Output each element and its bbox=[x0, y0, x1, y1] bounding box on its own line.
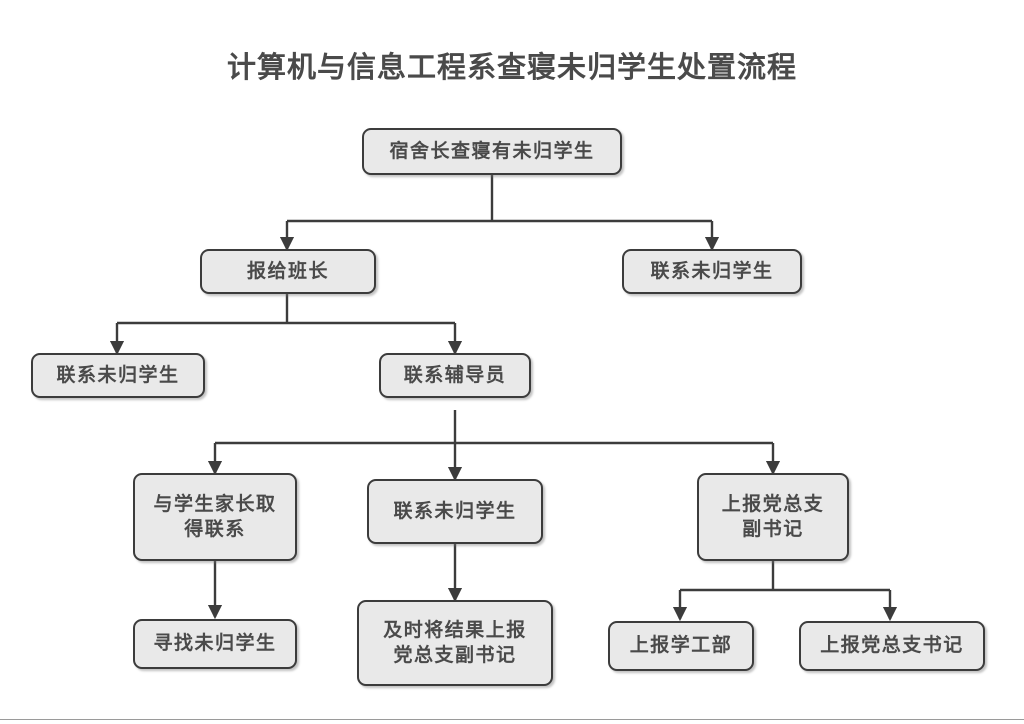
node-label: 联系未归学生 bbox=[650, 259, 774, 282]
node-contact-student-level2[interactable]: 联系未归学生 bbox=[31, 353, 205, 398]
node-dorm-leader-check[interactable]: 宿舍长查寝有未归学生 bbox=[362, 128, 622, 175]
node-report-deputy-secretary[interactable]: 上报党总支 副书记 bbox=[697, 473, 849, 561]
node-label: 上报学工部 bbox=[629, 634, 733, 657]
node-report-to-class-monitor[interactable]: 报给班长 bbox=[200, 249, 376, 294]
node-label: 及时将结果上报 党总支副书记 bbox=[383, 618, 527, 666]
node-label: 报给班长 bbox=[246, 259, 329, 282]
node-report-student-affairs[interactable]: 上报学工部 bbox=[608, 621, 754, 671]
node-label: 与学生家长取 得联系 bbox=[153, 492, 277, 540]
node-label: 联系未归学生 bbox=[393, 499, 517, 522]
node-label: 上报党总支 副书记 bbox=[721, 492, 825, 540]
node-label: 寻找未归学生 bbox=[153, 632, 277, 655]
node-contact-counselor[interactable]: 联系辅导员 bbox=[379, 353, 531, 398]
bottom-divider bbox=[0, 719, 1024, 720]
node-contact-student-right[interactable]: 联系未归学生 bbox=[622, 249, 802, 294]
node-contact-parents[interactable]: 与学生家长取 得联系 bbox=[133, 473, 297, 561]
node-report-result-promptly[interactable]: 及时将结果上报 党总支副书记 bbox=[357, 600, 553, 686]
node-search-student[interactable]: 寻找未归学生 bbox=[133, 619, 297, 669]
node-label: 宿舍长查寝有未归学生 bbox=[389, 139, 595, 162]
node-contact-student-level3[interactable]: 联系未归学生 bbox=[367, 479, 543, 544]
page-title: 计算机与信息工程系查寝未归学生处置流程 bbox=[226, 50, 797, 84]
node-label: 上报党总支书记 bbox=[820, 634, 964, 657]
node-report-party-secretary[interactable]: 上报党总支书记 bbox=[799, 621, 985, 671]
node-label: 联系辅导员 bbox=[403, 363, 507, 386]
node-label: 联系未归学生 bbox=[56, 363, 180, 386]
